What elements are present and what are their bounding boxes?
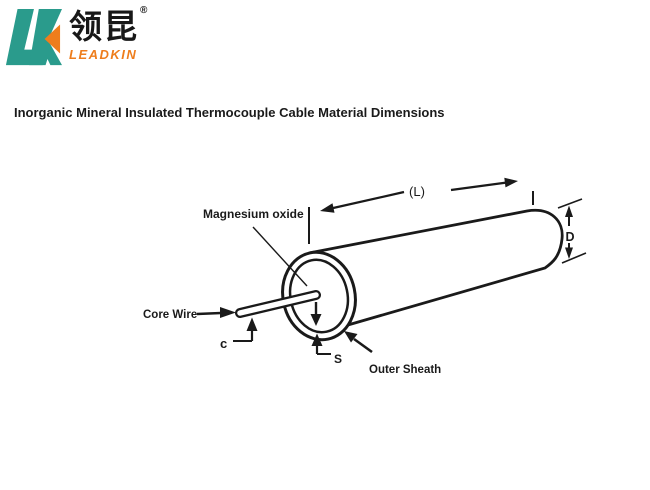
cable-body-outline [308,208,564,329]
s-arrow-head [311,333,323,346]
d-up-arrow-head [565,205,573,217]
sheath-thickness-label: S [334,352,342,366]
d-bottom-tick [561,252,587,264]
c-arrow-head [246,317,258,331]
length-left-arrow-head [320,203,335,213]
logo-english-name: LEADKIN [69,47,138,62]
outer-sheath-label: Outer Sheath [369,364,441,376]
magnesium-oxide-leader [252,226,308,287]
diameter-label: D [565,230,574,244]
lk-logo-icon [5,9,62,66]
d-down-arrow-head [565,247,573,259]
core-dim-label: c [220,336,227,351]
logo-chinese-name: 领昆 [69,7,139,46]
leadkin-logo: 领昆 ® LEADKIN [4,6,147,70]
inner-down-arrow-head [310,314,322,326]
length-label: (L) [409,184,425,199]
core-wire-arrow-shaft [196,311,222,316]
core-wire-label: Core Wire [143,309,197,321]
core-wire-arrow-head [220,307,236,318]
magnesium-oxide-label: Magnesium oxide [203,207,304,221]
registered-trademark-icon: ® [140,5,148,16]
d-top-tick [557,198,583,209]
length-left-arrow-shaft [330,190,405,210]
outer-sheath-arrow-shaft [353,337,373,354]
outer-sheath-arrow-head [344,331,358,343]
length-right-arrow-head [504,177,518,188]
length-right-arrow-shaft [450,181,507,192]
page-title: Inorganic Mineral Insulated Thermocouple… [14,105,445,120]
core-wire-fill [237,292,319,316]
